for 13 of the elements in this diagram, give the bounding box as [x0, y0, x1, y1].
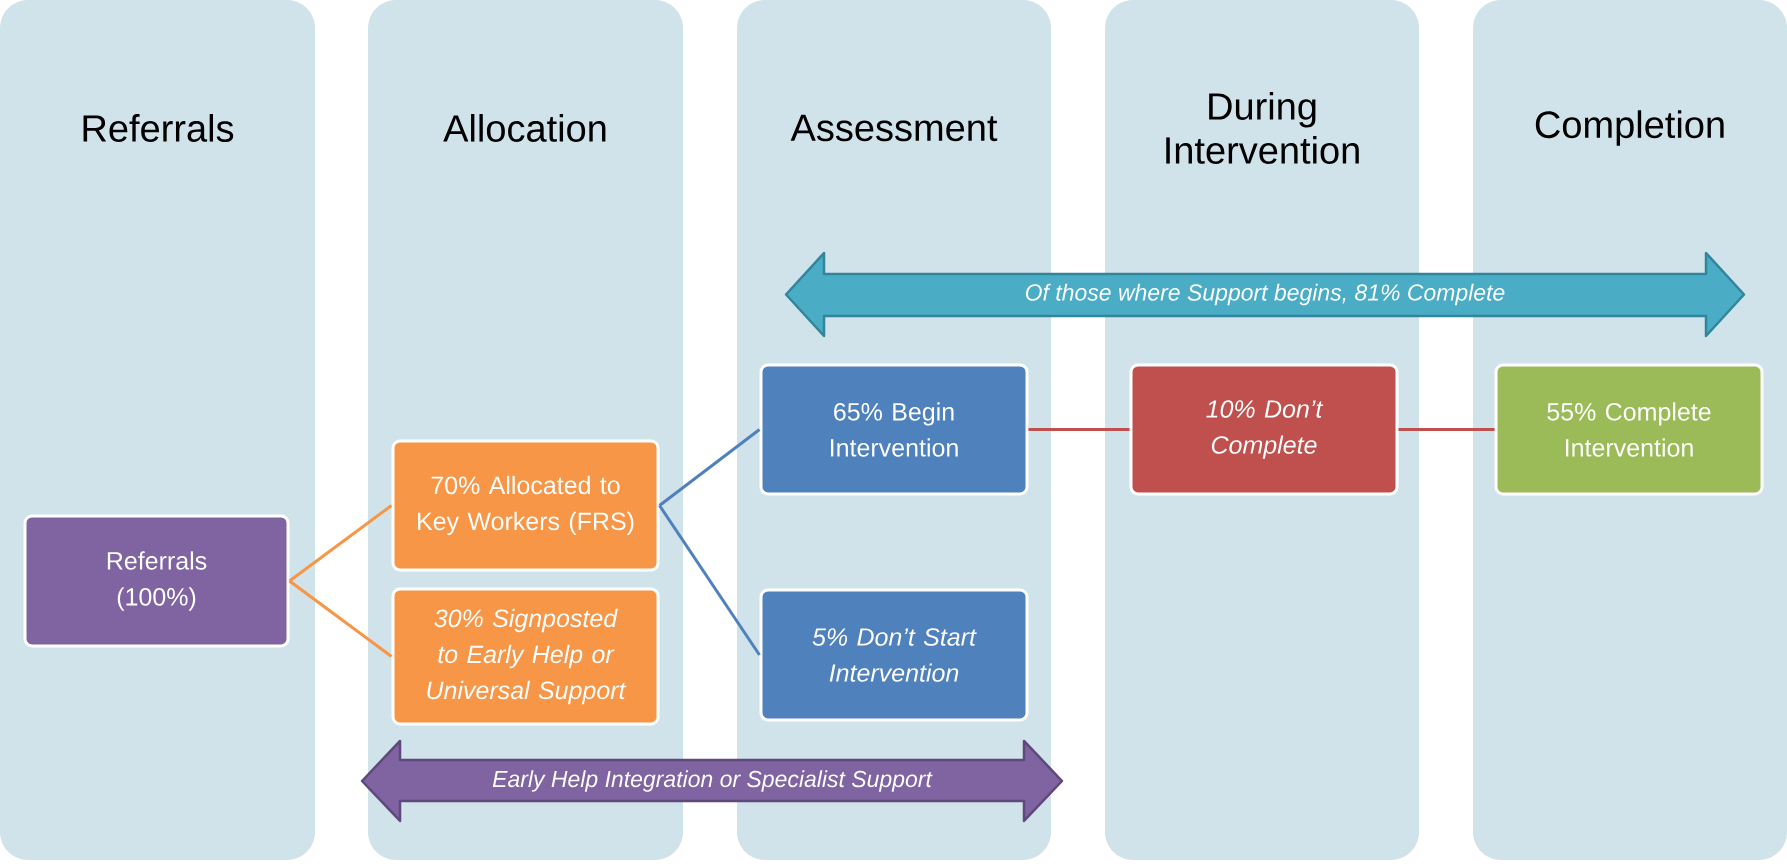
process-box: 5% Don’t Start Intervention: [759, 588, 1029, 722]
process-box: 70% Allocated to Key Workers (FRS): [391, 439, 660, 572]
process-box: Referrals (100%): [23, 514, 290, 648]
connector-line: [658, 504, 761, 656]
process-box: 30% Signposted to Early Help or Universal Support: [391, 587, 660, 726]
connector-line: [288, 579, 393, 658]
process-box: 55% Complete Intervention: [1494, 363, 1764, 496]
connector-line: [1398, 428, 1495, 431]
connector-line: [288, 504, 393, 583]
process-box: 65% Begin Intervention: [759, 363, 1029, 496]
connector-line: [658, 428, 761, 507]
process-box: 10% Don’t Complete: [1129, 363, 1399, 496]
connector-line: [1028, 428, 1130, 431]
